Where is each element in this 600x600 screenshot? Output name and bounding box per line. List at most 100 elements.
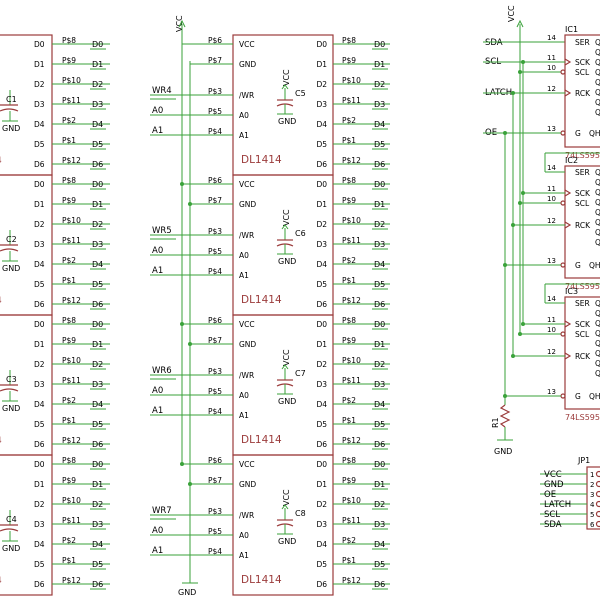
junction-dot xyxy=(511,91,515,95)
junction-dot xyxy=(521,322,525,326)
dl1414-data-pad-label: P$11 xyxy=(342,376,361,385)
gnd-rail-label: GND xyxy=(178,588,196,597)
left-chip-pad-label: P$12 xyxy=(62,436,81,445)
left-chip-pad-label: P$1 xyxy=(62,136,76,145)
data-net-label: D3 xyxy=(374,240,385,249)
address-net-label: A1 xyxy=(152,126,163,136)
data-net-label: D2 xyxy=(374,500,385,509)
shift-register-part: 74LS595 xyxy=(565,151,600,160)
dl1414-data-pin-label: D6 xyxy=(316,440,327,449)
junction-dot xyxy=(521,60,525,64)
junction-dot xyxy=(518,70,522,74)
vcc-rail-label: VCC xyxy=(175,15,184,32)
inverter-bubble xyxy=(560,130,566,136)
left-chip-pin-label: D1 xyxy=(34,200,45,209)
dl1414-pad-label: P$5 xyxy=(208,247,222,256)
left-chip-net-label: D4 xyxy=(92,400,103,409)
dl1414-pad-label: P$4 xyxy=(208,127,222,136)
capacitor-name: C6 xyxy=(295,229,306,238)
left-chip-pad-label: P$10 xyxy=(62,76,81,85)
capacitor-gnd-label: GND xyxy=(2,544,20,553)
left-chip-pad-label: P$11 xyxy=(62,236,81,245)
junction-dot xyxy=(518,332,522,336)
q-output-label: Q xyxy=(595,188,600,197)
data-net-label: D0 xyxy=(374,40,385,49)
pin-label-g: G xyxy=(575,261,581,270)
capacitor-vcc-label: VCC xyxy=(282,209,291,226)
dl1414-pin-label: A1 xyxy=(239,131,249,140)
dl1414-name: DL1414 xyxy=(241,434,282,446)
resistor-body xyxy=(499,404,511,428)
connector-name: JP1 xyxy=(577,456,590,465)
vcc-arrow xyxy=(516,19,524,28)
dl1414-pin-label: GND xyxy=(239,200,256,209)
left-chip-net-label: D3 xyxy=(92,380,103,389)
dl1414-data-pin-label: D5 xyxy=(316,280,327,289)
dl1414-pin-label: A0 xyxy=(239,531,249,540)
dl1414-pin-label: GND xyxy=(239,480,256,489)
dl1414-pad-label: P$7 xyxy=(208,476,222,485)
connector-pin-number: 1 xyxy=(590,471,594,479)
left-chip-pin-label: D6 xyxy=(34,160,45,169)
left-chip-net-label: D6 xyxy=(92,160,103,169)
left-chip-pad-label: P$12 xyxy=(62,296,81,305)
pin-label-scl: SCL xyxy=(575,68,590,77)
left-chip-pad-label: P$2 xyxy=(62,116,76,125)
dl1414-pad-label: P$6 xyxy=(208,176,222,185)
capacitor-plate-curved xyxy=(0,388,19,392)
clock-marker xyxy=(564,89,572,97)
capacitor-gnd-label: GND xyxy=(2,264,20,273)
left-chip-pin-label: D5 xyxy=(34,140,45,149)
left-chip-pad-label: P$1 xyxy=(62,556,76,565)
capacitor-plate-curved xyxy=(0,108,19,112)
dl1414-data-pin-label: D6 xyxy=(316,300,327,309)
dl1414-data-pad-label: P$1 xyxy=(342,276,356,285)
left-chip-net-label: D4 xyxy=(92,260,103,269)
pin-label-qh: QH xyxy=(589,129,600,138)
data-net-label: D2 xyxy=(374,80,385,89)
left-chip-net-label: D5 xyxy=(92,280,103,289)
left-chip-pin-label: D1 xyxy=(34,60,45,69)
pin-number: 11 xyxy=(547,54,556,62)
pin-number: 12 xyxy=(547,85,556,93)
left-chip-name-partial: 4 xyxy=(0,296,2,306)
dl1414-data-pad-label: P$2 xyxy=(342,396,356,405)
left-chip-pad-label: P$8 xyxy=(62,36,76,45)
pin-number: 10 xyxy=(547,195,556,203)
connector-pin-label: LATCH xyxy=(544,500,571,510)
pin-label-g: G xyxy=(575,129,581,138)
dl1414-pad-label: P$5 xyxy=(208,527,222,536)
q-output-label: Q xyxy=(595,38,600,47)
data-net-label: D3 xyxy=(374,100,385,109)
dl1414-data-pad-label: P$12 xyxy=(342,576,361,585)
left-chip-net-label: D2 xyxy=(92,80,103,89)
dl1414-pad-label: P$3 xyxy=(208,367,222,376)
pin-number: 14 xyxy=(547,295,556,303)
connector-pin xyxy=(595,510,600,518)
dl1414-data-pad-label: P$10 xyxy=(342,356,361,365)
pin-number: 12 xyxy=(547,217,556,225)
shift-register-name: IC2 xyxy=(565,156,578,165)
pin-label-rck: RCK xyxy=(575,352,591,361)
dl1414-data-pad-label: P$10 xyxy=(342,76,361,85)
capacitor-gnd-label: GND xyxy=(278,537,296,546)
connector-pin xyxy=(595,490,600,498)
dl1414-pin-label: A1 xyxy=(239,271,249,280)
shift-register-body xyxy=(564,34,600,148)
data-net-label: D6 xyxy=(374,160,385,169)
dl1414-data-pad-label: P$12 xyxy=(342,296,361,305)
dl1414-data-pad-label: P$1 xyxy=(342,136,356,145)
left-chip-net-label: D0 xyxy=(92,40,103,49)
capacitor-gnd-label: GND xyxy=(2,124,20,133)
left-chip-pin-label: D0 xyxy=(34,320,45,329)
junction-dot xyxy=(188,482,192,486)
dl1414-pad-label: P$6 xyxy=(208,36,222,45)
dl1414-data-pin-label: D1 xyxy=(316,200,327,209)
q-output-label: Q xyxy=(595,168,600,177)
dl1414-pin-label: GND xyxy=(239,340,256,349)
dl1414-data-pin-label: D2 xyxy=(316,80,327,89)
capacitor-plate-curved xyxy=(0,248,19,252)
data-net-label: D5 xyxy=(374,560,385,569)
left-chip-net-label: D3 xyxy=(92,520,103,529)
vcc-arrow xyxy=(281,224,289,230)
